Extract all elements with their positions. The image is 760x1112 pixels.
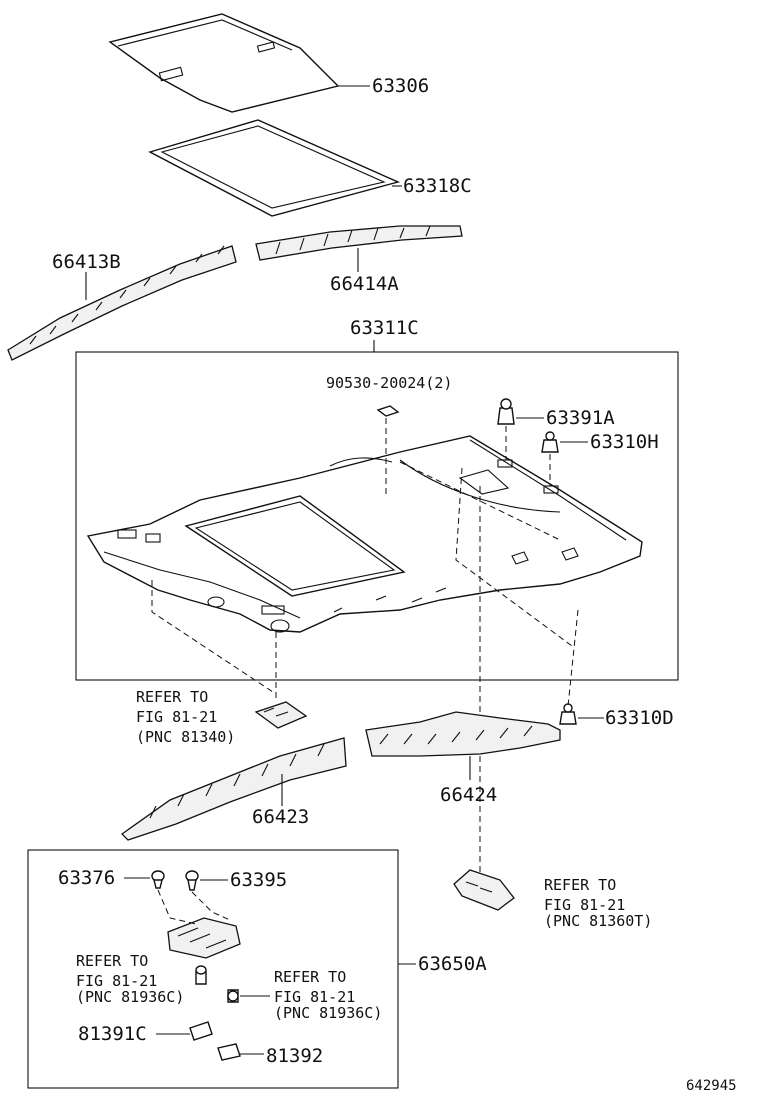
- part-number-63395: 63395: [230, 869, 287, 891]
- lower-left-rail-part: [120, 737, 347, 841]
- clip-63310h-part: [541, 431, 559, 453]
- refer-81340-line3: (PNC 81340): [136, 728, 235, 746]
- part-number-63310h: 63310H: [590, 431, 659, 453]
- part-number-66414a: 66414A: [330, 273, 399, 295]
- part-number-66413b: 66413B: [52, 251, 121, 273]
- headliner-part: [86, 435, 643, 633]
- screw-63395-part: [185, 870, 199, 891]
- refer-81360t-line3: (PNC 81360T): [544, 912, 652, 930]
- part-number-63318c: 63318C: [403, 175, 472, 197]
- refer-81936c-left-line2: FIG 81-21: [76, 972, 157, 990]
- refer-81360t-line1: REFER TO: [544, 876, 616, 894]
- left-rail-part: [7, 245, 237, 361]
- part-number-66424: 66424: [440, 784, 497, 806]
- lens-81392-part: [217, 1043, 241, 1061]
- dome-lamp-81360t-part: [453, 869, 515, 911]
- screw-63376-part: [151, 870, 165, 889]
- lower-right-rail-part: [365, 711, 561, 757]
- refer-81936c-left-line1: REFER TO: [76, 952, 148, 970]
- part-number-66423: 66423: [252, 806, 309, 828]
- refer-81340-line2: FIG 81-21: [136, 708, 217, 726]
- bulb-socket-left-part: [195, 965, 207, 985]
- refer-81360t-line2: FIG 81-21: [544, 896, 625, 914]
- refer-81936c-right-line1: REFER TO: [274, 968, 346, 986]
- refer-81936c-left-line3: (PNC 81936C): [76, 988, 184, 1006]
- clip-90530-part: [376, 405, 400, 417]
- part-number-63391a: 63391A: [546, 407, 615, 429]
- refer-81340-line1: REFER TO: [136, 688, 208, 706]
- clip-63310d-part: [559, 703, 577, 725]
- refer-81936c-right-line2: FIG 81-21: [274, 988, 355, 1006]
- lens-81391c-part: [189, 1021, 213, 1041]
- console-body-part: [167, 917, 241, 959]
- part-number-90530: 90530-20024(2): [326, 374, 452, 392]
- dashed-guides: [151, 461, 579, 872]
- map-lamp-81340-part: [254, 701, 308, 729]
- part-number-63310d: 63310D: [605, 707, 674, 729]
- dash-63376: [157, 889, 197, 925]
- bulb-socket-right-part: [227, 989, 239, 1003]
- part-number-81391c: 81391C: [78, 1023, 147, 1045]
- part-number-81392: 81392: [266, 1045, 323, 1067]
- sunroof-seal-part: [148, 119, 401, 217]
- headlining-assembly-box: [75, 351, 679, 681]
- part-number-63311c: 63311C: [350, 317, 419, 339]
- part-number-63306: 63306: [372, 75, 429, 97]
- clip-63391a-part: [497, 398, 515, 425]
- sunshade-panel-part: [108, 13, 340, 113]
- part-number-63650a: 63650A: [418, 953, 487, 975]
- part-number-63376: 63376: [58, 867, 115, 889]
- refer-81936c-right-line3: (PNC 81936C): [274, 1004, 382, 1022]
- dash-63395: [191, 891, 231, 921]
- right-rail-part: [255, 225, 463, 261]
- diagram-id: 642945: [686, 1078, 737, 1094]
- console-assembly-box: [27, 849, 399, 1089]
